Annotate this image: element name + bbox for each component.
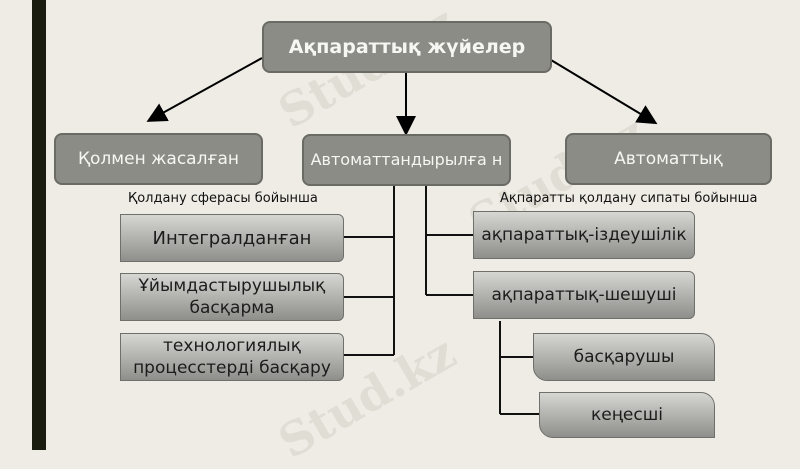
- right-caption: Ақпаратты қолдану сипаты бойынша: [500, 191, 758, 206]
- node-integrated: Интегралданған: [120, 214, 344, 262]
- node-advisory: кеңесші: [539, 392, 715, 438]
- node-process-control: технологиялық процесстерді басқару: [120, 333, 344, 381]
- side-bar: [32, 0, 46, 450]
- root-node: Ақпараттық жүйелер: [262, 21, 552, 73]
- node-automated: Автоматтандырылға н: [302, 134, 511, 186]
- node-manual: Қолмен жасалған: [54, 133, 263, 185]
- node-org-management: Ұйымдастырушылық басқарма: [120, 273, 344, 321]
- node-info-search: ақпараттық-іздеушілік: [473, 211, 695, 259]
- connector-lines: [146, 57, 658, 415]
- node-info-decision: ақпараттық-шешуші: [473, 271, 695, 319]
- node-managing: басқарушы: [533, 333, 715, 381]
- left-caption: Қолдану сферасы бойынша: [128, 191, 318, 206]
- node-automatic: Автоматтық: [565, 133, 772, 185]
